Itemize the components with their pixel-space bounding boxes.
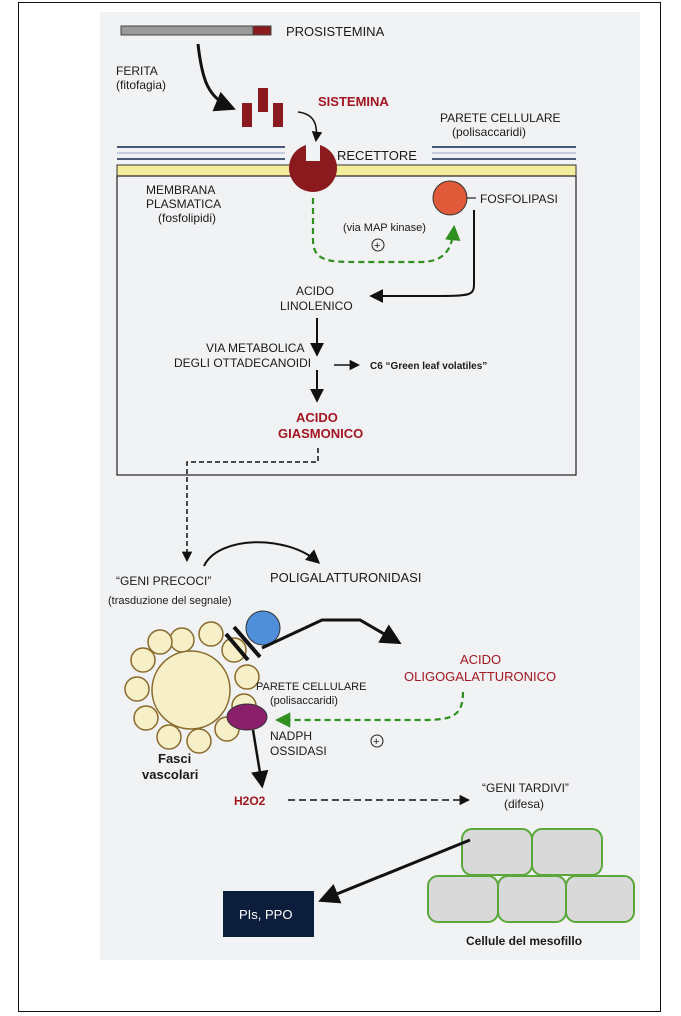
acido-giasmonico-label-2: GIASMONICO — [278, 426, 363, 441]
map-kinase-label: (via MAP kinase) — [343, 222, 426, 234]
via-metabolica-label-1: VIA METABOLICA — [206, 341, 304, 355]
acido-oligo-label-1: ACIDO — [460, 652, 501, 667]
jasmonic-signal-arrow — [181, 448, 319, 563]
ferita-sublabel: (fitofagia) — [116, 78, 166, 92]
linolenic-release-arrow — [369, 210, 475, 303]
sistemina-to-receptor-arrow — [297, 111, 323, 143]
acido-giasmonico-label-1: ACIDO — [296, 410, 338, 425]
fasci-label-2: vascolari — [142, 767, 198, 782]
plus-icon-bottom — [370, 734, 384, 748]
geni-precoci-label: “GENI PRECOCI” — [116, 574, 211, 588]
parete-cellulare-sublabel: (polisaccaridi) — [452, 125, 526, 139]
receptor-slot — [306, 144, 320, 161]
fosfolipasi-label: FOSFOLIPASI — [480, 192, 558, 206]
acido-oligo-label-2: OLIGOGALATTURONICO — [404, 669, 556, 684]
mesophyll-cells-icon — [427, 828, 635, 923]
geni-precoci-sublabel: (trasduzione del segnale) — [108, 595, 232, 607]
wall-receptor-icon — [224, 610, 281, 662]
plus-icon-top — [371, 238, 385, 252]
nadph-label-1: NADPH — [270, 729, 312, 743]
fasci-label-1: Fasci — [158, 751, 191, 766]
ferita-label: FERITA — [116, 64, 158, 78]
recettore-label: RECETTORE — [337, 148, 417, 163]
sistemina-label: SISTEMINA — [318, 94, 389, 109]
ferita-arrow — [196, 43, 236, 112]
plus-sign-bottom: + — [373, 736, 379, 748]
parete-cellulare-b-sublabel: (polisaccaridi) — [270, 695, 338, 707]
prosistemina-bar-end — [252, 25, 272, 36]
via-metabolica-label-2: DEGLI OTTADECANOIDI — [174, 356, 311, 370]
geni-tardivi-sublabel: (difesa) — [504, 797, 544, 811]
cellule-mesofillo-label: Cellule del mesofillo — [466, 934, 582, 948]
membrana-label-2: PLASMATICA — [146, 197, 221, 211]
poligalatturonidasi-label: POLIGALATTURONIDASI — [270, 570, 421, 585]
oligo-activation-arrow — [274, 691, 465, 728]
plus-sign-top: + — [374, 240, 380, 252]
acido-linolenico-label-1: ACIDO — [296, 284, 334, 298]
sistemina-peptide-1 — [242, 103, 252, 127]
outer-frame — [18, 2, 661, 1012]
vascular-bundle-icon — [124, 621, 260, 754]
parete-cellulare-b-label: PARETE CELLULARE — [256, 681, 366, 693]
plasma-membrane — [116, 164, 577, 177]
pg-to-oligo-arrow — [261, 618, 402, 650]
phospholipase-icon — [432, 180, 468, 216]
sistemina-peptide-2 — [258, 88, 268, 112]
map-kinase-activation-arrow — [311, 198, 461, 264]
parete-cellulare-label: PARETE CELLULARE — [440, 111, 561, 125]
pis-ppo-box — [223, 891, 314, 937]
cell-wall-lines — [117, 146, 576, 160]
geni-precoci-to-pg-arrow — [203, 541, 321, 567]
nadph-oxidase-icon — [226, 703, 268, 731]
pis-ppo-label: PIs, PPO — [239, 907, 292, 922]
c6-volatiles-label: C6 “Green leaf volatiles” — [370, 361, 487, 372]
geni-tardivi-label: “GENI TARDIVI” — [482, 781, 569, 795]
membrana-label-1: MEMBRANA — [146, 183, 215, 197]
mesophyll-to-pis-arrow — [318, 838, 471, 904]
membrana-label-3: (fosfolipidi) — [158, 211, 216, 225]
prosistemina-label: PROSISTEMINA — [286, 24, 385, 39]
receptor-icon — [289, 144, 337, 192]
h2o2-label: H2O2 — [234, 794, 266, 808]
nadph-label-2: OSSIDASI — [270, 744, 327, 758]
acido-linolenico-label-2: LINOLENICO — [280, 299, 353, 313]
cell-outline — [116, 175, 577, 476]
nadph-to-h2o2-arrow — [251, 729, 269, 789]
prosistemina-bar — [120, 25, 254, 36]
sistemina-peptide-3 — [273, 103, 283, 127]
